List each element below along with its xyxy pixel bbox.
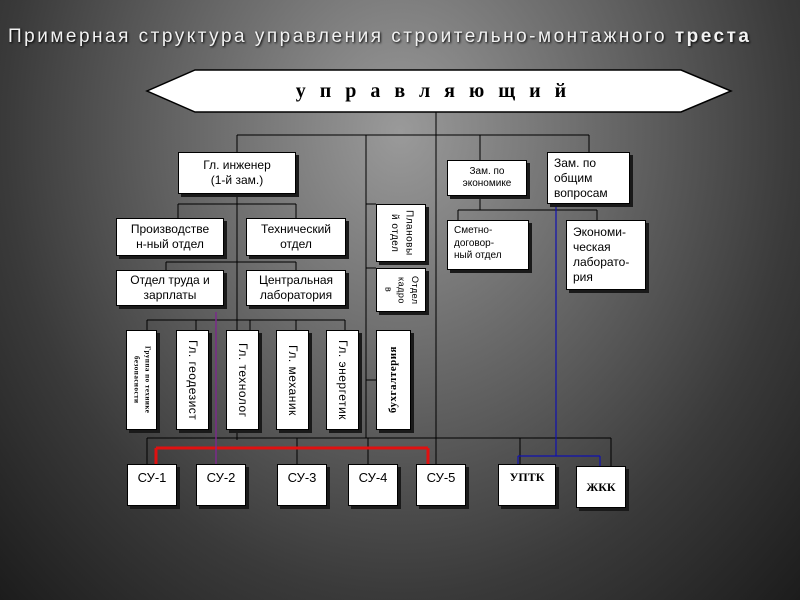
contract-dept-box: Сметно- договор- ный отдел [447,220,529,270]
labor-dept-box: Отдел труда и зарплаты [116,270,224,306]
unit-su-5: СУ-5 [416,464,466,506]
hr-dept-box: Отдел кадро в [376,268,426,312]
safety-group-box: Группа по технике безопасности [126,330,157,430]
technologist-box: Гл. технолог [226,330,259,430]
deputy-general-box: Зам. по общим вопросам [547,152,630,204]
production-dept-box: Производстве н-ный отдел [116,218,224,256]
accounting-box: бухгалтерия [376,330,411,430]
central-lab-box: Центральная лаборатория [246,270,346,306]
unit-su-3: СУ-3 [277,464,327,506]
power-engineer-box: Гл. энергетик [326,330,359,430]
chief-engineer-box: Гл. инженер (1-й зам.) [178,152,296,194]
head-hexagon [145,69,733,113]
unit-su-1: СУ-1 [127,464,177,506]
unit-su-2: СУ-2 [196,464,246,506]
head-label: управляющий [295,79,581,102]
mechanic-box: Гл. механик [276,330,309,430]
unit-zhkk: ЖКК [576,466,626,508]
geodesist-box: Гл. геодезист [176,330,209,430]
deputy-economics-box: Зам. по экономике [447,160,527,196]
unit-su-4: СУ-4 [348,464,398,506]
planning-dept-box: Плановы й отдел [376,204,426,262]
unit-uptk: УПТК [498,464,556,506]
diagram-title: Примерная структура управления строитель… [8,26,752,47]
technical-dept-box: Технический отдел [246,218,346,256]
econ-lab-box: Экономи- ческая лаборато- рия [566,220,646,290]
